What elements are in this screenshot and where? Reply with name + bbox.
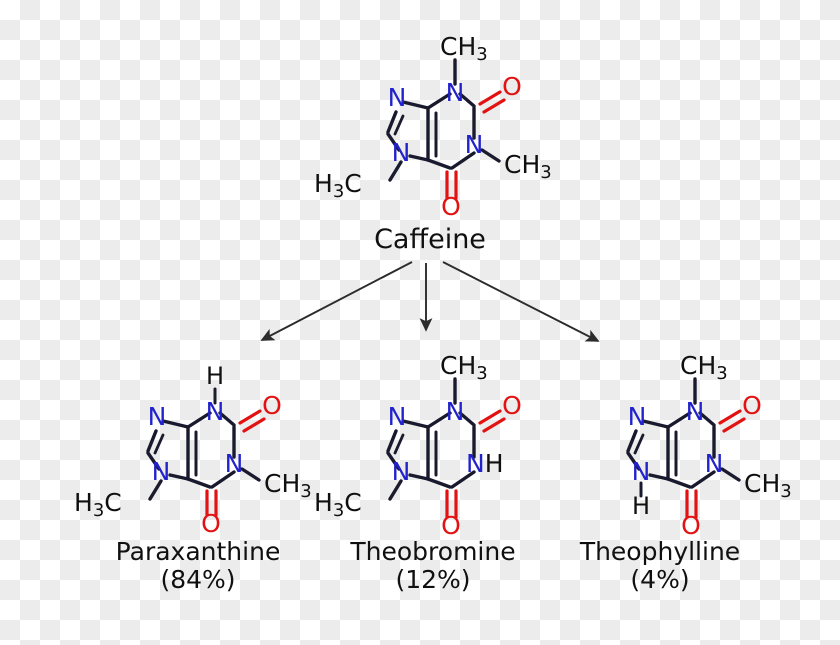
- caffeine-n7-methyl-label: H3C: [314, 169, 362, 202]
- theobromine-n7-methyl-label: H3C: [314, 488, 362, 521]
- molecule-caffeine: N N N N O O CH3 CH3 H3C: [314, 32, 552, 221]
- theophylline-n1-methyl-label: CH3: [744, 469, 792, 502]
- caffeine-n7-label: N: [392, 138, 411, 167]
- theobromine-n3-methyl-label: CH3: [440, 351, 488, 384]
- theobromine-percent: (12%): [395, 565, 471, 594]
- caption-theophylline: Theophylline (4%): [545, 538, 775, 594]
- paraxanthine-n3-h-label: H: [206, 362, 224, 390]
- theophylline-n7-label: N: [632, 457, 651, 486]
- paraxanthine-percent: (84%): [160, 565, 236, 594]
- arrow-to-paraxanthine: [260, 261, 413, 341]
- caffeine-o-top-label: O: [502, 72, 522, 101]
- molecule-theophylline: N N N N H O O CH3 CH3: [626, 351, 792, 540]
- paraxanthine-name: Paraxanthine: [115, 537, 281, 566]
- caffeine-n3-label: N: [446, 78, 465, 107]
- caffeine-n9-label: N: [388, 83, 407, 112]
- theobromine-n9-label: N: [388, 402, 407, 431]
- paraxanthine-o-bottom-label: O: [201, 509, 221, 538]
- theophylline-n9-label: N: [628, 402, 647, 431]
- molecule-paraxanthine: H N N N N O O CH3 H3C: [74, 362, 312, 538]
- theobromine-o-top-label: O: [502, 391, 522, 420]
- paraxanthine-n7-methyl-label: H3C: [74, 488, 122, 521]
- paraxanthine-n1-methyl-label: CH3: [264, 469, 312, 502]
- caffeine-name: Caffeine: [374, 224, 486, 255]
- theophylline-o-top-label: O: [742, 391, 762, 420]
- paraxanthine-n1-label: N: [225, 449, 244, 478]
- caffeine-n3-methyl-label: CH3: [440, 32, 488, 65]
- paraxanthine-n7-label: N: [152, 457, 171, 486]
- theobromine-o-bottom-label: O: [441, 511, 461, 540]
- theophylline-name: Theophylline: [579, 537, 741, 566]
- caption-paraxanthine: Paraxanthine (84%): [78, 538, 318, 594]
- theophylline-n7-h-label: H: [632, 492, 650, 520]
- caption-theobromine: Theobromine (12%): [318, 538, 548, 594]
- theobromine-name: Theobromine: [350, 537, 516, 566]
- molecule-theobromine: N NH N N O O CH3 H3C: [314, 351, 522, 540]
- theophylline-n1-label: N: [705, 449, 724, 478]
- theophylline-n3-methyl-label: CH3: [680, 351, 728, 384]
- arrow-to-theophylline: [442, 261, 600, 342]
- theophylline-percent: (4%): [630, 565, 690, 594]
- theophylline-n3-label: N: [686, 397, 705, 426]
- caffeine-n1-label: N: [465, 130, 484, 159]
- theobromine-n3-label: N: [446, 397, 465, 426]
- paraxanthine-n9-label: N: [148, 402, 167, 431]
- caption-caffeine: Caffeine: [300, 224, 560, 255]
- theophylline-o-bottom-label: O: [681, 511, 701, 540]
- theobromine-n1-label: NH: [466, 449, 504, 478]
- caffeine-o-bottom-label: O: [441, 192, 461, 221]
- caffeine-n1-methyl-label: CH3: [504, 150, 552, 183]
- paraxanthine-n3-label: N: [206, 397, 225, 426]
- theobromine-n7-label: N: [392, 457, 411, 486]
- paraxanthine-o-top-label: O: [262, 391, 282, 420]
